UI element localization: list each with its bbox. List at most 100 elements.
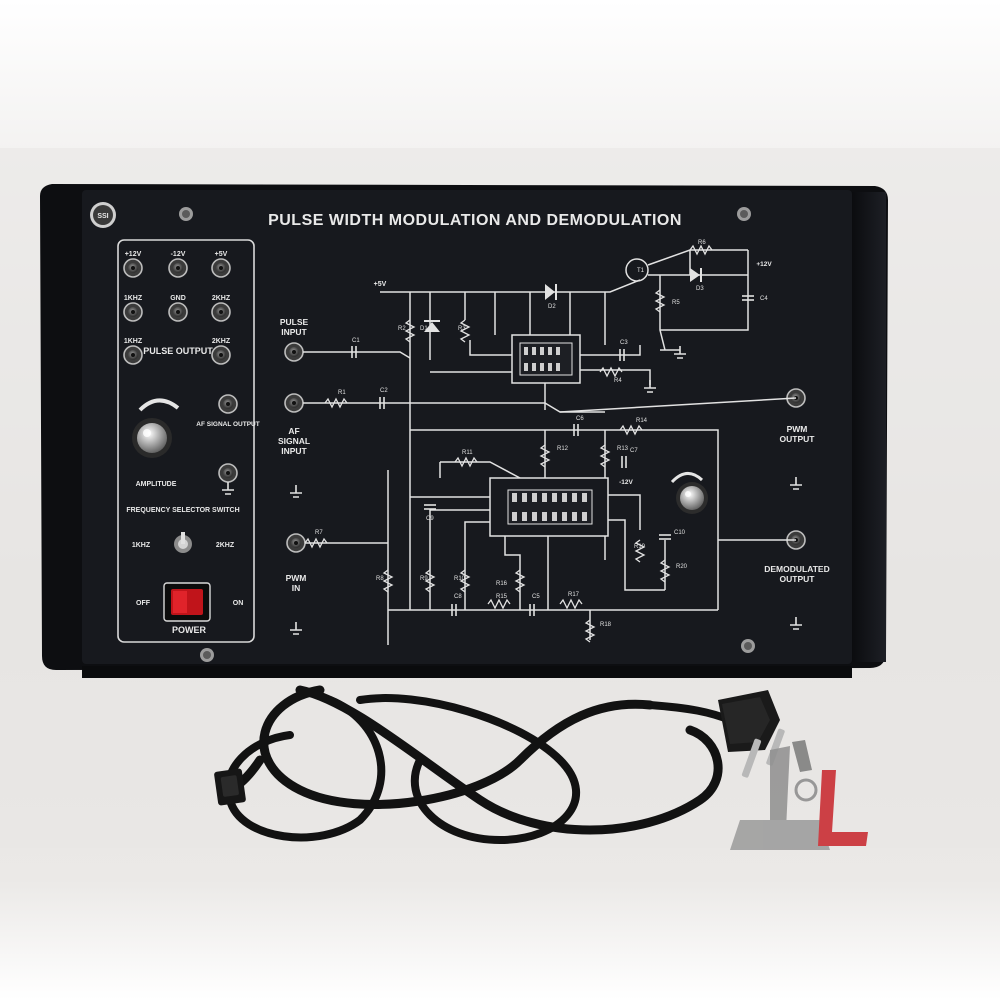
component-label: R12 [557, 446, 569, 452]
af-signal-output-label: AF SIGNAL OUTPUT [196, 421, 259, 428]
pulse-label: 1KHZ [124, 338, 143, 345]
component-label: R2 [398, 326, 406, 332]
component-label: R6 [698, 240, 706, 246]
component-label: D1 [420, 326, 428, 332]
frequency-jack-row: 1KHZ GND 2KHZ [124, 295, 231, 302]
freq-label: 1KHZ [124, 295, 143, 302]
freq-label: 2KHZ [212, 295, 231, 302]
banana-jack[interactable] [286, 533, 306, 553]
screw-icon [200, 648, 214, 662]
screw-icon [737, 207, 751, 221]
minus12v-label: -12V [619, 479, 633, 486]
component-label: R7 [315, 530, 323, 536]
banana-jack[interactable] [284, 393, 304, 413]
component-label: R10 [454, 576, 466, 582]
component-label: T1 [637, 268, 645, 274]
capacitor-symbols [351, 295, 754, 616]
ground-icon [290, 622, 302, 635]
on-label: ON [233, 600, 244, 607]
power-label: POWER [172, 625, 207, 635]
banana-jack[interactable] [211, 258, 231, 278]
frequency-selector-label: FREQUENCY SELECTOR SWITCH [126, 507, 239, 514]
component-label: R16 [496, 581, 508, 587]
banana-jack[interactable] [123, 345, 143, 365]
panel-screws [179, 207, 755, 662]
component-label: R1 [338, 390, 346, 396]
component-label: R14 [636, 418, 648, 424]
component-label: R19 [634, 544, 646, 550]
badge-text: SSI [97, 213, 108, 220]
component-label: R9 [420, 576, 428, 582]
manufacturer-badge: SSI [90, 202, 116, 228]
screw-icon [179, 207, 193, 221]
pot-knob[interactable] [670, 472, 708, 514]
component-label: C2 [380, 388, 388, 394]
pulse-jack-row: 1KHZ 2KHZ PULSE OUTPUT [124, 338, 231, 356]
ic-pins [507, 342, 593, 525]
banana-jack[interactable] [123, 258, 143, 278]
supply-label: +12V [125, 251, 142, 258]
ground-icon [790, 617, 802, 630]
component-label: R15 [496, 594, 508, 600]
amplitude-knob[interactable] [132, 418, 172, 458]
banana-jack[interactable] [123, 302, 143, 322]
watermark-logo [730, 740, 868, 850]
supply-label: +5V [215, 251, 228, 258]
component-label: C10 [674, 530, 686, 536]
ground-icon [222, 482, 234, 495]
pulse-output-label: PULSE OUTPUT [143, 346, 213, 356]
component-label: C4 [760, 296, 768, 302]
power-switch[interactable] [163, 582, 211, 622]
component-label: R8 [376, 576, 384, 582]
control-subpanel [117, 239, 255, 643]
component-label: R13 [617, 446, 629, 452]
amplitude-arc [138, 398, 180, 412]
component-label: C3 [620, 340, 628, 346]
component-label: C9 [426, 516, 434, 522]
component-label: R20 [676, 564, 688, 570]
amplitude-label: AMPLITUDE [136, 481, 177, 488]
diode-symbols [424, 268, 702, 332]
component-label: R18 [600, 622, 612, 628]
component-label: R11 [462, 450, 473, 456]
component-label: C1 [352, 338, 360, 344]
frequency-toggle-switch[interactable] [174, 532, 192, 553]
component-label: C7 [630, 448, 638, 454]
plus12v-label: +12V [756, 261, 772, 268]
panel-title: PULSE WIDTH MODULATION AND DEMODULATION [268, 212, 682, 229]
banana-jack[interactable] [168, 302, 188, 322]
component-label: C8 [454, 594, 462, 600]
banana-jack[interactable] [168, 258, 188, 278]
banana-jack[interactable] [284, 342, 304, 362]
freq-label: GND [170, 295, 186, 302]
component-label: R17 [568, 592, 580, 598]
power-cable [224, 685, 734, 845]
component-label: R4 [614, 378, 622, 384]
banana-jack[interactable] [218, 394, 238, 414]
component-label: C5 [532, 594, 540, 600]
ground-icon [790, 477, 802, 490]
component-label: D3 [696, 286, 704, 292]
component-label: R5 [672, 300, 680, 306]
iec-connector [214, 768, 246, 806]
plus5v-label: +5V [374, 281, 387, 288]
off-label: OFF [136, 600, 151, 607]
freq-1k-label: 1KHZ [132, 542, 151, 549]
banana-jack[interactable] [211, 345, 231, 365]
supply-label: -12V [171, 251, 186, 258]
banana-jack[interactable] [211, 302, 231, 322]
banana-jack[interactable] [218, 463, 238, 483]
component-label: C6 [576, 416, 584, 422]
ground-icon [290, 485, 302, 498]
pulse-label: 2KHZ [212, 338, 231, 345]
freq-2k-label: 2KHZ [216, 542, 235, 549]
component-label: R3 [458, 326, 466, 332]
supply-jack-row: +12V -12V +5V [125, 251, 228, 258]
component-label: D2 [548, 304, 556, 310]
